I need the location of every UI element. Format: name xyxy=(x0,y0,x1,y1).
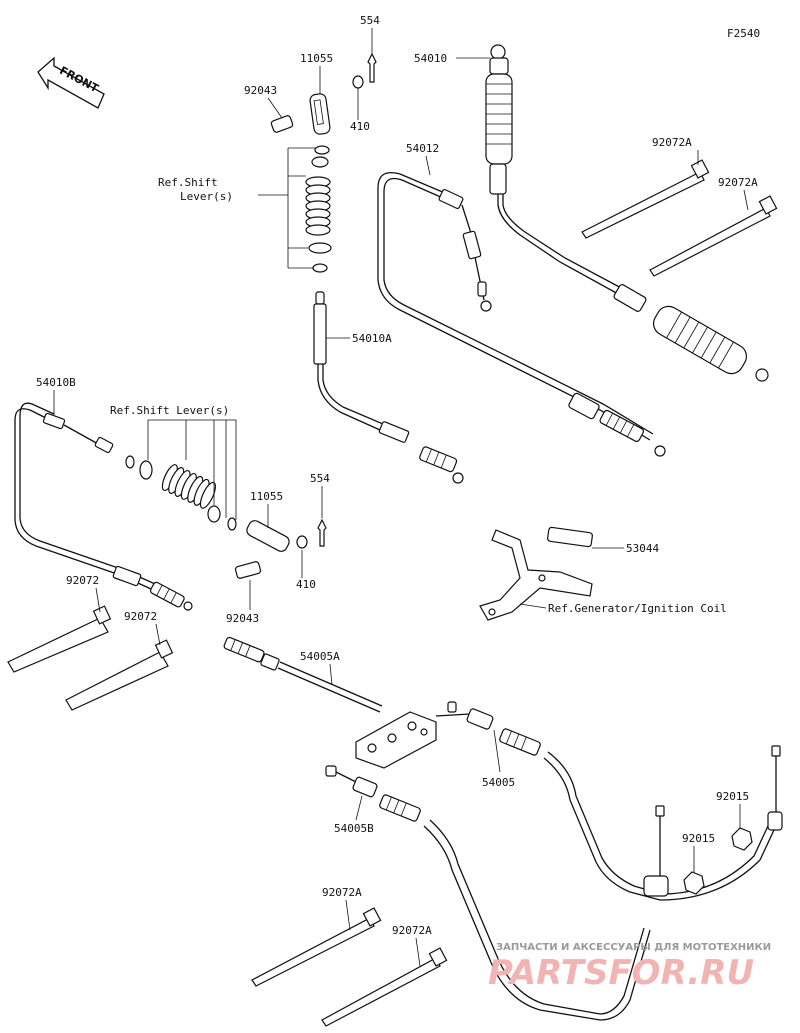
spring-lower xyxy=(161,464,216,509)
clip-lower xyxy=(312,263,328,273)
label-92015-a: 92015 xyxy=(716,790,749,803)
cable-tie-92072-b xyxy=(65,639,174,711)
pin-554 xyxy=(367,52,377,83)
label-92072-a: 92072 xyxy=(66,574,99,587)
cable-tie-92072a-2 xyxy=(649,195,778,277)
label-92072a-1: 92072A xyxy=(652,136,692,149)
pin-554-b xyxy=(317,518,327,547)
nut-92015-a xyxy=(731,827,753,851)
label-554-a: 554 xyxy=(360,14,380,27)
label-54005: 54005 xyxy=(482,776,515,789)
label-92072-b: 92072 xyxy=(124,610,157,623)
label-54010b: 54010B xyxy=(36,376,76,389)
label-92043-a: 92043 xyxy=(244,84,277,97)
washer-left xyxy=(139,460,153,480)
label-92072a-2: 92072A xyxy=(718,176,758,189)
watermark-tagline: ЗАПЧАСТИ И АКСЕССУАРЫ ДЛЯ МОТОТЕХНИКИ xyxy=(496,942,771,953)
label-ref-generator: Ref.Generator/Ignition Coil xyxy=(548,602,727,615)
pin-92043 xyxy=(270,115,294,133)
washer-upper xyxy=(311,156,329,168)
clip-right xyxy=(227,517,237,531)
front-arrow-icon: FRONT xyxy=(37,56,105,109)
upper-shift-lever-assembly xyxy=(258,52,377,273)
cable-54010a xyxy=(313,291,464,484)
label-92072a-3: 92072A xyxy=(322,886,362,899)
watermark-logo: PARTSFOR.RU xyxy=(488,953,754,993)
bracket-assembly xyxy=(479,526,593,621)
joint-11055-b xyxy=(246,520,290,552)
label-ref-shift-a1: Ref.Shift xyxy=(158,176,218,189)
pin-92043-b xyxy=(234,561,262,579)
cable-54005a xyxy=(223,636,383,713)
label-54010: 54010 xyxy=(414,52,447,65)
label-ref-shift-a2: Lever(s) xyxy=(180,190,233,203)
washer-410 xyxy=(352,75,364,89)
label-92015-b: 92015 xyxy=(682,832,715,845)
pad-53044 xyxy=(547,526,593,548)
washer-lower xyxy=(308,242,332,254)
clip-left xyxy=(125,455,135,469)
label-92043-b: 92043 xyxy=(226,612,259,625)
washer-right xyxy=(207,505,221,523)
label-410-b: 410 xyxy=(296,578,316,591)
nut-92015-b xyxy=(683,871,705,895)
label-54012: 54012 xyxy=(406,142,439,155)
cable-tie-92072a-4 xyxy=(321,947,448,1027)
cable-tie-92072a-3 xyxy=(251,907,382,987)
label-54010a: 54010A xyxy=(352,332,392,345)
cable-54010b xyxy=(14,402,193,611)
label-92072a-4: 92072A xyxy=(392,924,432,937)
cable-54010 xyxy=(485,44,769,382)
label-ref-shift-b: Ref.Shift Lever(s) xyxy=(110,404,229,417)
cable-54012 xyxy=(377,171,666,457)
label-11055-b: 11055 xyxy=(250,490,283,503)
lower-shift-lever-assembly xyxy=(125,419,327,579)
clip-upper xyxy=(314,145,330,155)
cable-54005 xyxy=(435,701,783,901)
spring-upper xyxy=(305,176,331,236)
cable-54005b xyxy=(325,765,669,1021)
label-54005a: 54005A xyxy=(300,650,340,663)
cable-tie-92072a-1 xyxy=(581,159,710,239)
label-53044: 53044 xyxy=(626,542,659,555)
cable-tie-92072-a xyxy=(7,605,112,673)
label-54005b: 54005B xyxy=(334,822,374,835)
label-554-b: 554 xyxy=(310,472,330,485)
diagram-code: F2540 xyxy=(727,27,760,40)
bracket xyxy=(479,529,593,621)
washer-410-b xyxy=(296,535,308,549)
label-11055-a: 11055 xyxy=(300,52,333,65)
junction-block xyxy=(355,711,437,769)
label-410-a: 410 xyxy=(350,120,370,133)
